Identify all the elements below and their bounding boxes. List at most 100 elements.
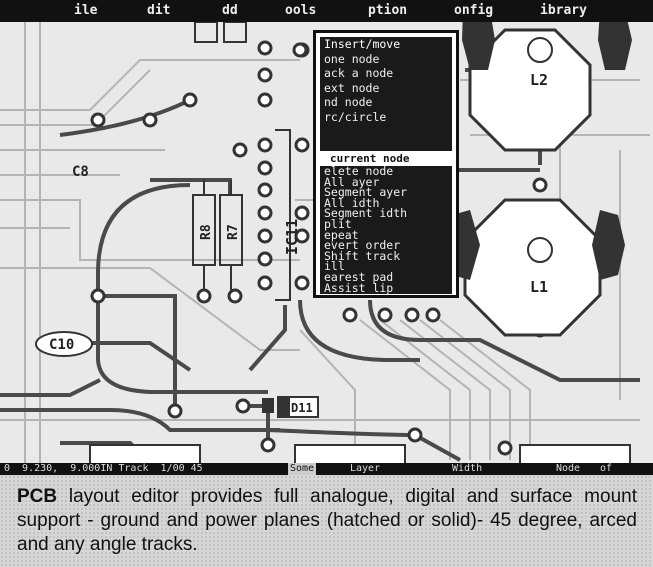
bus-track — [299, 329, 356, 460]
mount-hole — [527, 237, 553, 263]
label-c8: C8 — [72, 164, 89, 180]
menu-item-all-layer[interactable]: All ayer — [324, 174, 380, 189]
menu-bar: ile dit dd ools ption onfig ibrary — [0, 0, 653, 22]
pad — [497, 440, 513, 456]
l1-outline — [463, 198, 602, 337]
mount-hole — [527, 37, 553, 63]
resistor-lead-block — [262, 398, 274, 413]
menu-item-move-one-node[interactable]: one node — [324, 51, 380, 66]
pad — [90, 112, 106, 128]
pad — [167, 403, 183, 419]
pad — [90, 288, 106, 304]
menu-item-repeat[interactable]: epeat — [324, 227, 359, 242]
menu-item-next-node[interactable]: ext node — [324, 80, 380, 95]
status-bar: 0 9.230, 9.000IN Track 1/00 45 Some Laye… — [0, 463, 653, 475]
bus-track — [399, 319, 491, 460]
track — [70, 341, 192, 372]
bus-track — [439, 319, 531, 460]
menu-add[interactable]: dd — [222, 3, 238, 18]
status-mode-box[interactable]: Some — [288, 463, 317, 475]
menu-tools[interactable]: ools — [285, 3, 317, 18]
menu-edit[interactable]: dit — [147, 3, 171, 18]
menu-library[interactable]: ibrary — [540, 3, 587, 18]
bus-track — [0, 69, 151, 126]
menu-item-arc-circle[interactable]: rc/circle — [324, 109, 387, 124]
menu-item-revert-order[interactable]: evert order — [324, 238, 401, 253]
menu-item-shift-track[interactable]: Shift track — [324, 248, 401, 263]
label-l2: L2 — [530, 71, 548, 89]
current-node-separator: current node — [320, 152, 452, 165]
menu-item-assist-flip[interactable]: Assist lip — [324, 280, 394, 295]
pad — [182, 92, 198, 108]
status-node-label: Node — [556, 463, 581, 474]
caption-prefix: PCB — [17, 486, 58, 507]
menu-item-segment-width[interactable]: Segment idth — [324, 206, 408, 221]
clamp — [592, 210, 625, 280]
caption-box: PCB layout editor provides full analogue… — [0, 475, 653, 567]
pad — [407, 427, 423, 443]
track — [368, 299, 640, 382]
track — [298, 299, 420, 362]
menu-item-back-a-node[interactable]: ack a node — [324, 66, 394, 80]
pad — [532, 177, 548, 193]
bus-track — [0, 199, 300, 261]
pad — [377, 307, 393, 323]
menu-item-delete-node[interactable]: elete node — [324, 164, 394, 178]
pad — [196, 288, 212, 304]
pad — [257, 40, 273, 56]
label-d11: D11 — [291, 401, 313, 415]
pad — [257, 182, 273, 198]
label-l1: L1 — [530, 278, 548, 296]
track-menu-group: elete node All ayer Segment ayer All idt… — [320, 164, 452, 295]
pad — [404, 307, 420, 323]
track — [98, 294, 177, 410]
resistor-lead — [203, 180, 232, 290]
pad — [257, 251, 273, 267]
menu-item-insert-move[interactable]: Insert/move — [324, 37, 401, 51]
menu-item-split[interactable]: plit — [324, 216, 352, 231]
pad — [235, 398, 251, 414]
pad — [257, 160, 273, 176]
pad — [260, 437, 276, 453]
status-of-label: of — [600, 463, 613, 474]
caption-text: PCB layout editor provides full analogue… — [0, 475, 653, 557]
pad — [294, 275, 310, 291]
bus-track — [359, 319, 451, 460]
d11-body — [278, 397, 290, 417]
pad — [294, 137, 310, 153]
menu-item-all-width[interactable]: All idth — [324, 195, 380, 210]
bus-track — [0, 59, 300, 111]
menu-option[interactable]: ption — [368, 3, 408, 18]
menu-config[interactable]: onfig — [454, 3, 494, 18]
component-outline — [194, 21, 218, 43]
pad — [257, 228, 273, 244]
pad — [257, 92, 273, 108]
pad — [294, 228, 310, 244]
pad — [227, 288, 243, 304]
bus-track — [0, 267, 300, 351]
node-menu-group: Insert/move one node ack a node ext node… — [320, 37, 452, 151]
pad — [257, 205, 273, 221]
pad — [142, 112, 158, 128]
bus-track — [379, 319, 471, 460]
pad — [257, 137, 273, 153]
track-edit-popup-menu: Insert/move one node ack a node ext node… — [313, 30, 459, 298]
track — [0, 408, 280, 432]
clamp — [462, 10, 495, 70]
label-c10: C10 — [49, 337, 74, 353]
menu-file[interactable]: ile — [74, 3, 98, 18]
track — [96, 183, 268, 394]
menu-item-end-node[interactable]: nd node — [324, 95, 373, 109]
pad — [342, 307, 358, 323]
status-width-label: Width — [452, 463, 483, 474]
pad — [257, 275, 273, 291]
menu-item-fill[interactable]: ill — [324, 259, 345, 274]
clamp — [598, 10, 632, 70]
ic11-outline — [275, 129, 291, 301]
label-ic11: IC11 — [283, 219, 301, 255]
menu-item-segment-layer[interactable]: Segment ayer — [324, 185, 408, 200]
component-outline — [223, 21, 247, 43]
status-coords: 0 9.230, 9.000IN Track 1/00 45 — [4, 463, 203, 474]
menu-item-nearest-pad[interactable]: earest pad — [324, 269, 394, 284]
pad — [232, 142, 248, 158]
